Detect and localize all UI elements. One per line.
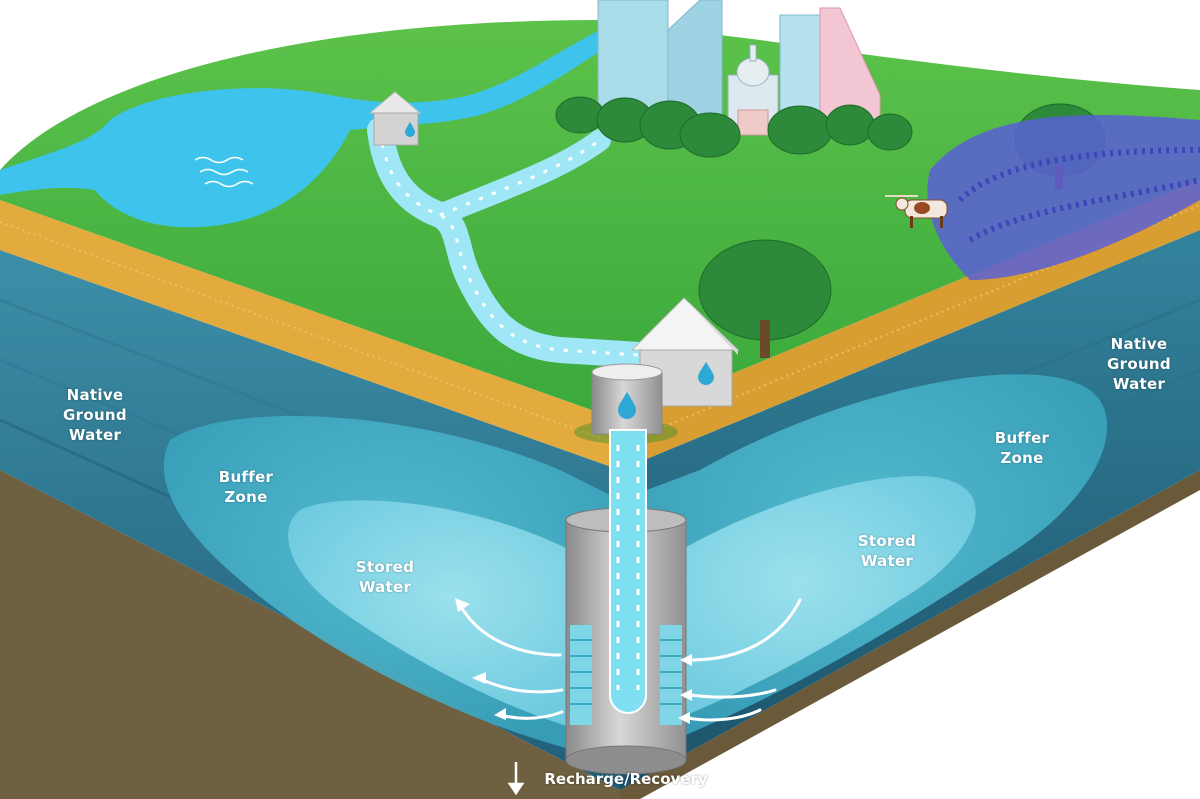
lake — [0, 30, 610, 228]
water-drop-icon — [405, 122, 415, 137]
native-ground-water-label-right: Native Ground Water — [1107, 335, 1171, 393]
water-drop-icon — [698, 362, 714, 385]
arrowheads — [455, 598, 692, 724]
stored-water-label-right: Stored Water — [857, 532, 917, 570]
buffer-zone-label-left: Buffer Zone — [218, 468, 274, 506]
stored-water-label-left: Stored Water — [355, 558, 415, 596]
native-ground-water-label-left: Native Ground Water — [63, 386, 127, 444]
water-ripple-icon — [194, 156, 254, 188]
recharge-recovery-label: Recharge/Recovery — [544, 770, 708, 788]
stored-water-zone — [288, 476, 976, 740]
bedrock-layer — [0, 470, 1200, 799]
buffer-zone-label-right: Buffer Zone — [994, 429, 1050, 467]
bluebonnet-field — [927, 115, 1200, 280]
recharge-arrows — [507, 758, 744, 796]
water-drop-icon — [618, 392, 636, 419]
flow-arrows — [458, 598, 802, 722]
well-shaft — [565, 429, 687, 775]
longhorn-cow — [885, 195, 948, 228]
pump-house-small — [368, 91, 422, 146]
well-screen — [570, 625, 682, 725]
water-pipeline — [367, 117, 653, 368]
